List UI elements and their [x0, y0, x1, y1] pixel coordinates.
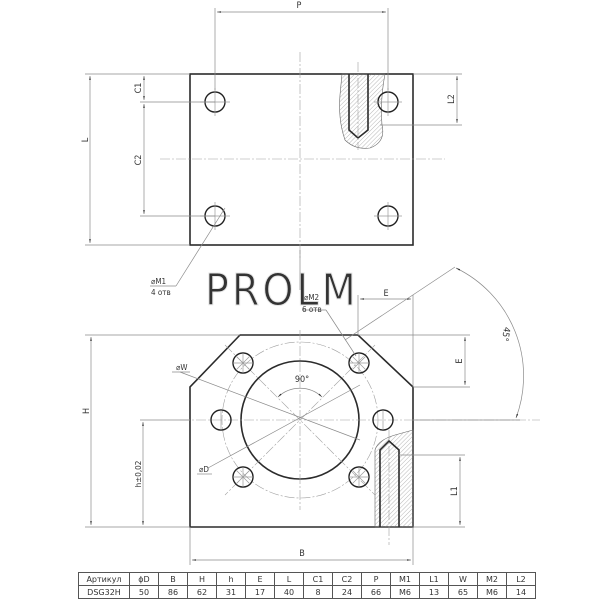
mounting-hole	[374, 88, 402, 116]
dim-label-c1: C1	[134, 83, 144, 94]
table-cell: 66	[361, 585, 391, 599]
dim-label-h-tolerance: h±0,02	[134, 461, 143, 488]
table-cell: 65	[448, 585, 478, 599]
callout-m2-qty: 6 отв	[302, 305, 322, 314]
table-header-row: Артикул ϕD B H h E L C1 C2 P M1 L1 W M2 …	[78, 572, 536, 586]
top-view-body	[189, 73, 414, 246]
table-header: Артикул	[78, 572, 130, 586]
table-cell: 24	[332, 585, 362, 599]
table-cell: M6	[390, 585, 420, 599]
table-header: M2	[477, 572, 507, 586]
callout-m2-label: ⌀M2	[304, 293, 319, 302]
table-header: L1	[419, 572, 449, 586]
section-hatch	[339, 73, 386, 149]
table-header: E	[245, 572, 275, 586]
table-cell: 40	[274, 585, 304, 599]
dim-label-d: ⌀D	[199, 465, 209, 474]
angle-45-label: 45°	[499, 326, 511, 342]
table-header: H	[187, 572, 217, 586]
table-cell: 62	[187, 585, 217, 599]
table-header: C1	[303, 572, 333, 586]
table-cell: 13	[419, 585, 449, 599]
table-header: M1	[390, 572, 420, 586]
table-header: C2	[332, 572, 362, 586]
table-cell: 31	[216, 585, 246, 599]
watermark: PROLM	[205, 265, 359, 316]
mounting-hole	[372, 409, 394, 431]
front-view: 90° ⌀W ⌀D H h±0,02 B E	[82, 250, 540, 565]
dim-label-h: H	[82, 408, 92, 414]
dim-label-l: L	[81, 137, 91, 142]
table-header: L2	[506, 572, 536, 586]
table-header: B	[158, 572, 188, 586]
mounting-hole	[210, 409, 232, 431]
table-cell: DSG32H	[78, 585, 130, 599]
table-cell: 17	[245, 585, 275, 599]
dim-label-b: B	[299, 549, 305, 559]
mounting-hole	[348, 352, 370, 374]
dim-label-l1: L1	[450, 486, 460, 496]
callout-m1-qty: 4 отв	[151, 288, 171, 297]
dim-label-l2: L2	[447, 94, 457, 104]
table-header: ϕD	[129, 572, 159, 586]
table-row: DSG32H 50 86 62 31 17 40 8 24 66 M6 13 6…	[78, 585, 536, 599]
spec-table: Артикул ϕD B H h E L C1 C2 P M1 L1 W M2 …	[78, 572, 536, 599]
top-view: P L C1 C2 L2 ⌀M1 4 отв	[81, 1, 462, 297]
mounting-hole	[348, 466, 370, 488]
table-cell: M6	[477, 585, 507, 599]
angle-90-label: 90°	[295, 375, 309, 385]
table-header: W	[448, 572, 478, 586]
dim-label-p: P	[297, 1, 302, 11]
table-cell: 86	[158, 585, 188, 599]
dim-label-e-top: E	[383, 289, 388, 299]
table-header: h	[216, 572, 246, 586]
section-hatch	[374, 429, 414, 528]
table-cell: 8	[303, 585, 333, 599]
dim-label-e-side: E	[455, 358, 465, 363]
mounting-hole	[374, 202, 402, 230]
callout-m1-label: ⌀M1	[151, 277, 166, 286]
table-cell: 14	[506, 585, 536, 599]
dim-label-w: ⌀W	[176, 363, 187, 372]
table-header: L	[274, 572, 304, 586]
mounting-hole	[232, 352, 254, 374]
dim-label-c2: C2	[134, 155, 144, 166]
table-header: P	[361, 572, 391, 586]
table-cell: 50	[129, 585, 159, 599]
mounting-hole	[232, 466, 254, 488]
